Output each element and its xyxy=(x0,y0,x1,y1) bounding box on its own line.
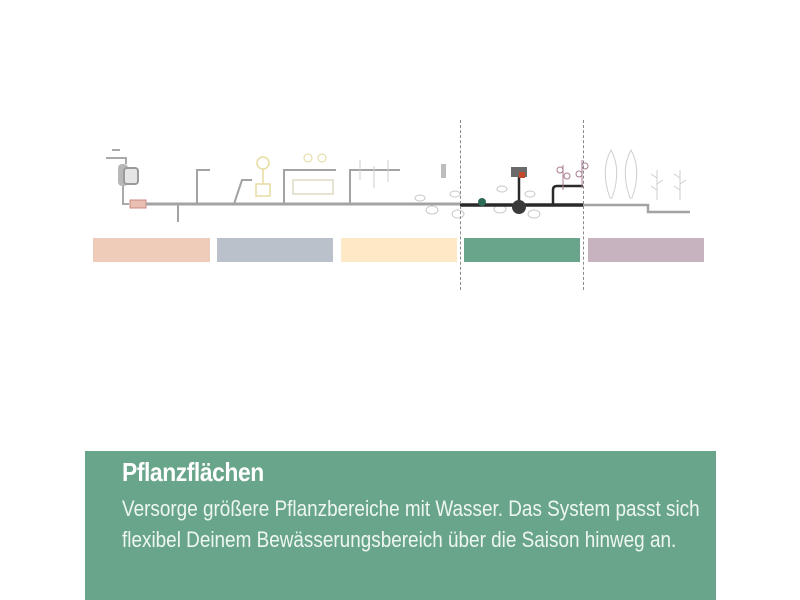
faucet-icon xyxy=(106,149,139,205)
potted-plant-icon xyxy=(255,156,271,197)
sprinkler-head-icon xyxy=(478,198,486,206)
section-bar-water-source[interactable] xyxy=(93,238,210,262)
tree-icons xyxy=(604,148,687,200)
section-bar-hedges-rows[interactable] xyxy=(588,238,704,262)
connector-icon xyxy=(129,199,147,209)
info-panel: Pflanzflächen Versorge größere Pflanzber… xyxy=(85,451,716,600)
panel-title: Pflanzflächen xyxy=(122,457,264,487)
section-divider-left xyxy=(460,120,461,290)
flower-plants-icon xyxy=(556,160,589,190)
sprinkler-post-icon xyxy=(441,164,446,178)
panel-description: Versorge größere Pflanzbereiche mit Wass… xyxy=(122,496,700,552)
section-divider-right xyxy=(583,120,584,290)
section-bar-plant-areas[interactable] xyxy=(464,238,580,262)
irrigation-system-diagram xyxy=(93,120,704,290)
pipe-line-illustration xyxy=(106,148,690,222)
section-bar-pots-balcony[interactable] xyxy=(341,238,457,262)
section-bar-distribution[interactable] xyxy=(217,238,333,262)
planter-box-icon xyxy=(292,179,334,195)
